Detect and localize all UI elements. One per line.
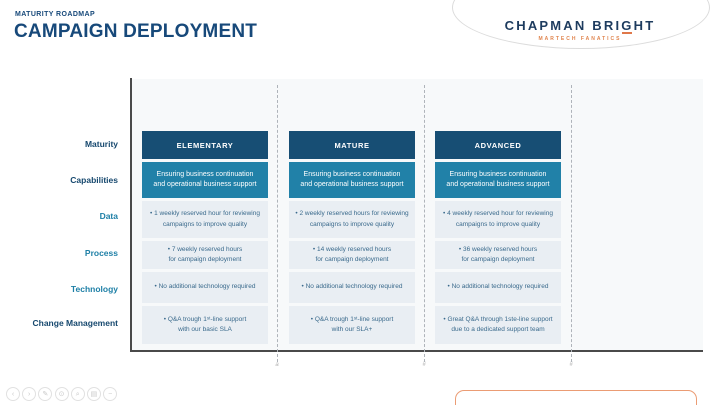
- cta-box[interactable]: [455, 390, 697, 405]
- horizontal-axis-line: [130, 350, 703, 352]
- process-cell: • 14 weekly reserved hours for campaign …: [289, 241, 415, 269]
- viewer-toolbar: ‹ › ✎ ⊙ ⌕ ▤ −: [6, 387, 118, 401]
- capabilities-cell: Ensuring business continuation and opera…: [142, 162, 268, 198]
- row-label-data: Data: [99, 211, 118, 221]
- next-slide-button[interactable]: ›: [22, 387, 37, 401]
- slide-overview-icon[interactable]: ▤: [86, 387, 101, 401]
- data-cell: • 4 weekly reserved hour for reviewing c…: [435, 201, 561, 238]
- capabilities-cell: Ensuring business continuation and opera…: [435, 162, 561, 198]
- previous-slide-button[interactable]: ‹: [6, 387, 20, 401]
- row-label-process: Process: [84, 248, 118, 258]
- data-cell: • 1 weekly reserved hour for reviewing c…: [142, 201, 268, 238]
- row-label-maturity: Maturity: [84, 139, 118, 149]
- technology-cell: • No additional technology required: [142, 272, 268, 303]
- logo-tagline: MARTECH FANATICS: [538, 36, 622, 42]
- capabilities-cell: Ensuring business continuation and opera…: [289, 162, 415, 198]
- zoom-icon[interactable]: ⌕: [70, 387, 85, 401]
- technology-cell: • No additional technology required: [435, 272, 561, 303]
- logo-text-post: HT: [633, 18, 656, 33]
- process-cell: • 7 weekly reserved hours for campaign d…: [142, 241, 268, 269]
- row-label-capabilities: Capabilities: [70, 175, 118, 185]
- logo-letter-g: G: [621, 18, 634, 33]
- minimize-toolbar-icon[interactable]: −: [103, 387, 118, 401]
- laser-pointer-icon[interactable]: ⊙: [54, 387, 69, 401]
- change-management-cell: • Q&A trough 1ˢᵗ-line support with our S…: [289, 306, 415, 344]
- slide-eyebrow: MATURITY ROADMAP: [15, 11, 96, 18]
- axis-marker-2: #: [422, 362, 426, 368]
- column-divider-2: [424, 85, 425, 362]
- change-management-cell: • Great Q&A through 1ste-line support du…: [435, 306, 561, 344]
- technology-cell: • No additional technology required: [289, 272, 415, 303]
- maturity-header-cell: ELEMENTARY: [142, 131, 268, 159]
- vertical-axis-line: [130, 78, 132, 352]
- pen-tool-icon[interactable]: ✎: [38, 387, 53, 401]
- column-divider-1: [277, 85, 278, 362]
- logo-wordmark: CHAPMAN BRIGHT: [470, 18, 690, 33]
- company-logo: CHAPMAN BRIGHT MARTECH FANATICS: [470, 18, 690, 42]
- row-label-change-management: Change Management: [32, 318, 119, 328]
- column-divider-3: [571, 85, 572, 362]
- maturity-header-cell: ADVANCED: [435, 131, 561, 159]
- change-management-cell: • Q&A trough 1ˢᵗ-line support with our b…: [142, 306, 268, 344]
- row-label-technology: Technology: [70, 284, 118, 294]
- data-cell: • 2 weekly reserved hours for reviewing …: [289, 201, 415, 238]
- process-cell: • 36 weekly reserved hours for campaign …: [435, 241, 561, 269]
- axis-marker-1: a: [275, 362, 279, 368]
- axis-marker-3: #: [569, 362, 573, 368]
- maturity-header-cell: MATURE: [289, 131, 415, 159]
- logo-text-pre: CHAPMAN BRI: [504, 18, 622, 33]
- page-title: CAMPAIGN DEPLOYMENT: [14, 21, 258, 42]
